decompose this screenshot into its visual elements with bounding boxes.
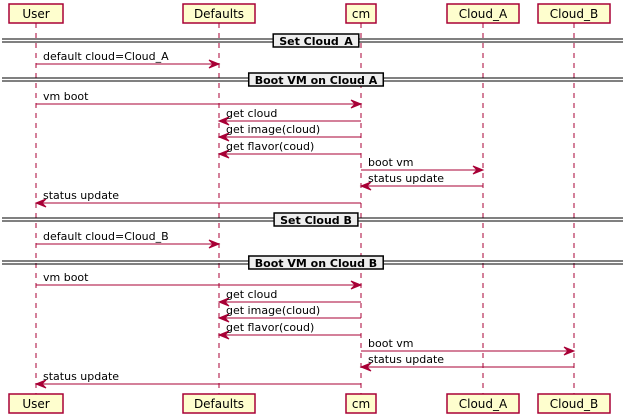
message-label: vm boot (43, 271, 89, 284)
participant-label: Defaults (194, 7, 244, 21)
message: status update (359, 353, 574, 372)
message-label: status update (43, 189, 119, 202)
arrow-head-icon (217, 313, 230, 323)
participant-label: Cloud_A (459, 397, 508, 411)
message-label: boot vm (368, 156, 413, 169)
message-label: get cloud (226, 107, 277, 120)
participant-cloud_b-bottom: Cloud_B (537, 393, 611, 414)
participant-cloud_a-bottom: Cloud_A (446, 393, 520, 414)
arrow-head-icon (350, 280, 363, 290)
message-label: boot vm (368, 337, 413, 350)
message-label: get flavor(coud) (226, 140, 314, 153)
divider-label: Set Cloud B (280, 214, 352, 227)
participant-label: Cloud_A (459, 7, 508, 21)
arrow-head-icon (359, 181, 372, 191)
divider-label: Boot VM on Cloud B (255, 257, 377, 270)
divider-box (248, 255, 384, 270)
message: get flavor(coud) (217, 140, 361, 159)
arrow-head-icon (208, 239, 221, 249)
message: status update (359, 172, 483, 191)
arrow-head-icon (350, 99, 363, 109)
message: boot vm (361, 156, 485, 175)
participant-label: Cloud_B (550, 7, 599, 21)
divider: Boot VM on Cloud B (2, 255, 623, 270)
divider: Boot VM on Cloud A (2, 72, 623, 87)
message-label: default cloud=Cloud_A (43, 50, 169, 63)
arrow-head-icon (208, 59, 221, 69)
divider: Set Cloud B (2, 212, 623, 227)
participant-label: User (22, 397, 49, 411)
arrow-head-icon (34, 379, 47, 389)
participant-box (537, 393, 611, 414)
divider: Set Cloud_A (2, 33, 623, 48)
arrow-head-icon (217, 132, 230, 142)
arrow-head-icon (34, 198, 47, 208)
participant-label: cm (352, 397, 370, 411)
message-label: default cloud=Cloud_B (43, 230, 169, 243)
participant-box (182, 3, 256, 24)
message: get image(cloud) (217, 304, 361, 323)
participant-label: cm (352, 7, 370, 21)
participant-box (345, 3, 377, 24)
arrow-head-icon (217, 149, 230, 159)
divider-label: Boot VM on Cloud A (255, 74, 378, 87)
message: default cloud=Cloud_B (36, 230, 221, 249)
participant-label: Defaults (194, 397, 244, 411)
arrow-head-icon (359, 362, 372, 372)
message: status update (34, 370, 361, 389)
participant-box (345, 393, 377, 414)
message: vm boot (36, 271, 363, 290)
message-label: get flavor(coud) (226, 321, 314, 334)
divider-box (272, 33, 360, 48)
participant-cloud_b-top: Cloud_B (537, 3, 611, 24)
participant-cm-bottom: cm (345, 393, 377, 414)
message: get image(cloud) (217, 123, 361, 142)
participant-box (446, 3, 520, 24)
message: get cloud (217, 288, 361, 307)
divider-box (247, 72, 385, 87)
participant-defaults-bottom: Defaults (182, 393, 256, 414)
message-label: vm boot (43, 90, 89, 103)
message: default cloud=Cloud_A (36, 50, 221, 69)
message: get cloud (217, 107, 361, 126)
arrow-head-icon (217, 116, 230, 126)
message-label: get cloud (226, 288, 277, 301)
message-label: status update (368, 172, 444, 185)
arrow-head-icon (472, 165, 485, 175)
participant-defaults-top: Defaults (182, 3, 256, 24)
arrow-head-icon (217, 297, 230, 307)
arrow-head-icon (563, 346, 576, 356)
participant-box (537, 3, 611, 24)
participant-box (8, 393, 64, 414)
participant-cloud_a-top: Cloud_A (446, 3, 520, 24)
message-label: get image(cloud) (226, 304, 320, 317)
divider-label: Set Cloud_A (279, 35, 353, 48)
divider-box (273, 212, 359, 227)
participant-cm-top: cm (345, 3, 377, 24)
message-label: status update (368, 353, 444, 366)
message: boot vm (361, 337, 576, 356)
participant-label: User (22, 7, 49, 21)
participant-box (8, 3, 64, 24)
message: status update (34, 189, 361, 208)
participant-box (182, 393, 256, 414)
message: vm boot (36, 90, 363, 109)
participant-label: Cloud_B (550, 397, 599, 411)
participant-user-bottom: User (8, 393, 64, 414)
message-label: get image(cloud) (226, 123, 320, 136)
participant-box (446, 393, 520, 414)
participant-user-top: User (8, 3, 64, 24)
arrow-head-icon (217, 330, 230, 340)
message: get flavor(coud) (217, 321, 361, 340)
message-label: status update (43, 370, 119, 383)
